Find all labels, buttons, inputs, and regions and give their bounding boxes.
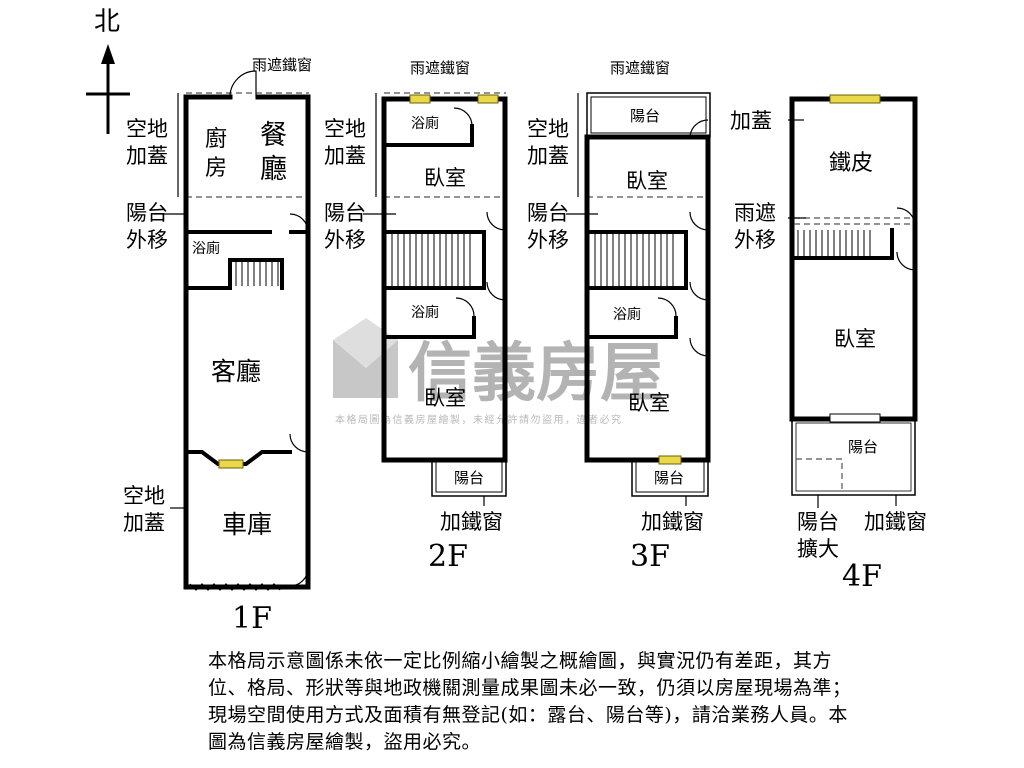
rain-moved-note-1: 雨遮 [734,201,776,225]
bath-wall [587,316,678,339]
brand-logo-icon [333,318,398,398]
top-bath-label: 浴廁 [411,115,439,132]
dining-label-2: 廳 [260,154,287,185]
rain-window-note: 雨遮鐵窗 [410,59,470,77]
floor-3f: 雨遮鐵窗 空地 加蓋 陽台 外移 陽台 臥室 浴廁 臥室 陽台 加鐵窗 3F [527,59,711,574]
north-arrow-icon [101,44,115,64]
mid-bath-label: 浴廁 [411,304,439,321]
window-icon-right [477,94,499,104]
window-icon-left [409,94,431,104]
kitchen-label-1: 廚 [205,127,227,152]
top-bedroom-label: 臥室 [626,169,668,193]
living-room-label: 客廳 [211,357,261,386]
open-space-note-1: 空地 [126,117,168,141]
stair-door-icon [486,281,506,301]
kitchen-label-2: 房 [205,156,227,181]
iron-sheet-door-icon [896,207,916,227]
staircase-icon [391,234,471,288]
stair-wall [384,230,486,290]
mid-bath-wall [384,316,476,339]
balcony-moved-note-1: 陽台 [324,201,366,225]
bottom-bedroom-label: 臥室 [628,391,670,415]
staircase-icon [797,230,871,256]
floor-label-1f: 1F [232,601,272,636]
top-bath-wall [384,124,474,147]
rain-window-note: 雨遮鐵窗 [252,56,312,74]
bedroom-door-icon [486,211,506,231]
staircase-icon [594,234,674,288]
stair-wall [184,258,284,290]
iron-window-note: 加鐵窗 [440,510,503,534]
rear-balcony-label: 陽台 [630,107,660,125]
front-window-icon [658,455,682,465]
north-label: 北 [94,7,120,37]
stair-wall [587,230,688,290]
bath-door-icon [289,213,309,233]
back-door-icon [229,70,257,98]
floor-label-2f: 2F [428,539,468,574]
top-bedroom-label: 臥室 [424,166,466,190]
north-compass: 北 [86,7,130,134]
stair-wall [792,228,894,260]
iron-sheet-label: 鐵皮 [829,151,873,176]
floor-plan-diagram: 北 信義房屋 本格局圖為信義房屋繪製，未經允許請勿盜用，違者必究 [86,7,927,636]
rain-window-note: 雨遮鐵窗 [610,59,670,77]
front-balcony-inner [435,459,503,493]
garage-window-icon [218,459,244,469]
open-space-note-2: 加蓋 [527,144,569,168]
balcony-moved-note-2: 外移 [324,228,366,252]
balcony-outline [791,418,916,496]
rear-window-icon [829,94,881,104]
rain-moved-note-2: 外移 [734,228,776,252]
open-space-note-1: 空地 [527,117,569,141]
bedroom-door-icon [689,211,709,231]
bath-label: 浴廁 [192,240,220,257]
staircase-icon [235,262,279,286]
balcony-moved-note-1: 陽台 [126,201,168,225]
balcony-moved-note-2: 外移 [527,228,569,252]
rear-balcony-door-icon [689,119,709,138]
expanded-balcony-area [796,458,843,491]
living-door-icon [289,433,309,453]
balcony-expand-note-1: 陽台 [797,510,839,534]
addition-note: 加蓋 [730,109,772,133]
floor-2f: 雨遮鐵窗 空地 加蓋 陽台 外移 浴廁 臥室 浴廁 臥室 陽台 加鐵窗 2F [324,59,508,574]
watermark-brand: 信義房屋 [408,337,664,411]
rear-balcony-inner [590,96,707,134]
stair-door-icon [689,281,709,301]
bath-door-icon [657,297,677,317]
bedroom-bottom-door-icon [689,337,709,357]
bedroom-door-icon [896,251,916,271]
balcony-expand-note-2: 擴大 [797,537,839,561]
balcony-inner [795,422,912,492]
front-balcony-label: 陽台 [654,469,684,487]
balcony-moved-note-1: 陽台 [527,201,569,225]
top-bath-door-icon [453,107,473,127]
floor-4f: 加蓋 鐵皮 雨遮 外移 臥室 陽台 陽台 擴大 加鐵窗 4F [730,94,927,594]
bedroom-label: 臥室 [834,327,876,351]
disclaimer-text: 本格局示意圖係未依一定比例縮小繪製之概繪圖，與實況仍有差距，其方位、格局、形狀等… [208,650,852,753]
garage-side-door-icon [289,567,309,587]
garage-space-note-2: 加蓋 [123,511,165,535]
floor-1f: 雨遮鐵窗 空地 加蓋 陽台 外移 廚 房 餐 廳 浴廁 客廳 車庫 空地 加蓋 … [123,56,312,636]
balcony-label: 陽台 [454,469,484,487]
iron-window-note: 加鐵窗 [641,510,704,534]
bottom-bedroom-label: 臥室 [424,386,466,410]
balcony-moved-note-2: 外移 [126,228,168,252]
floor-label-4f: 4F [842,559,882,594]
open-space-note-1: 空地 [324,117,366,141]
floor-label-3f: 3F [630,539,670,574]
balcony-label: 陽台 [848,438,878,456]
bath-label: 浴廁 [613,306,641,323]
open-space-note-2: 加蓋 [126,144,168,168]
balcony-sliding-door-icon [829,413,881,423]
mid-bath-door-icon [455,297,475,317]
watermark-notice: 本格局圖為信義房屋繪製，未經允許請勿盜用，違者必究 [335,413,623,426]
garage-label: 車庫 [222,510,272,539]
garage-shutter-icon [189,583,281,591]
iron-window-note: 加鐵窗 [864,510,927,534]
garage-space-note-1: 空地 [123,484,165,508]
open-space-note-2: 加蓋 [324,144,366,168]
dining-label-1: 餐 [260,120,287,151]
